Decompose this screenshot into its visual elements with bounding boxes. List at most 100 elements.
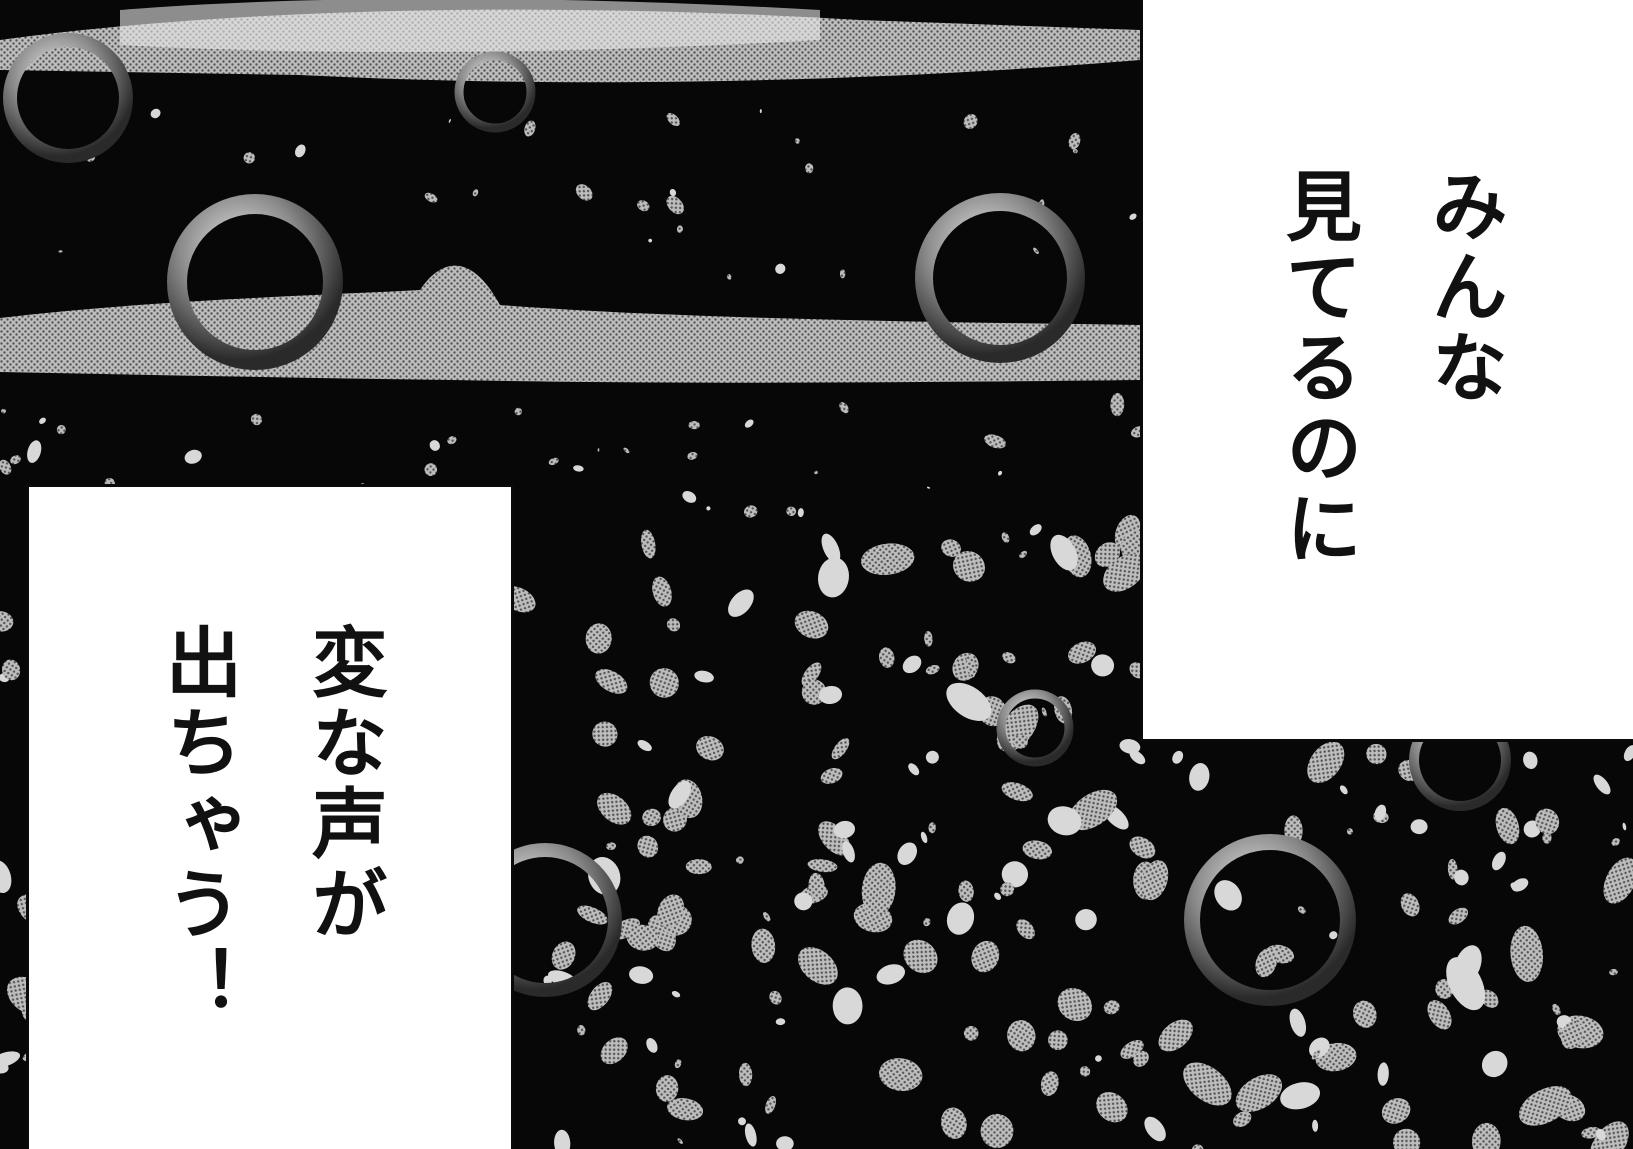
caption-line: 出ちゃう！	[153, 622, 242, 1026]
splatter-mark	[1041, 707, 1047, 717]
splatter-mark	[958, 880, 974, 902]
splatter-mark	[1, 408, 6, 414]
splatter-mark	[1103, 1000, 1120, 1015]
splatter-mark	[1072, 148, 1078, 154]
splatter-mark	[1609, 968, 1618, 976]
splatter-mark	[0, 611, 14, 632]
splatter-mark	[575, 184, 593, 201]
splatter-mark	[801, 662, 822, 687]
splatter-mark	[920, 831, 928, 844]
splatter-mark	[1214, 880, 1242, 911]
splatter-mark	[744, 419, 754, 428]
splatter-mark	[1068, 641, 1096, 664]
splatter-mark	[923, 917, 931, 927]
splatter-mark	[657, 894, 685, 928]
splatter-mark	[794, 610, 829, 639]
splatter-mark	[952, 652, 979, 681]
splatter-mark	[1381, 1098, 1411, 1124]
splatter-mark	[1183, 1062, 1232, 1106]
splatter-mark	[1048, 1030, 1068, 1051]
splatter-mark	[1172, 750, 1184, 764]
splatter-mark	[762, 912, 771, 922]
splatter-mark	[1040, 1071, 1059, 1096]
splatter-mark	[694, 670, 714, 683]
splatter-mark	[908, 763, 920, 776]
splatter-mark	[971, 940, 1000, 973]
caption-text-top: みんな見てるのに	[1244, 167, 1536, 570]
splatter-mark	[637, 740, 652, 752]
splatter-mark	[577, 905, 608, 925]
splatter-mark	[1510, 925, 1544, 982]
splatter-mark	[1346, 828, 1353, 835]
splatter-mark	[1352, 1000, 1377, 1028]
splatter-mark	[946, 682, 992, 721]
splatter-mark	[668, 780, 691, 809]
splatter-mark	[1297, 906, 1306, 914]
splatter-mark	[965, 656, 976, 678]
splatter-mark	[587, 981, 613, 1011]
splatter-mark	[1511, 878, 1529, 892]
splatter-mark	[1129, 750, 1146, 765]
splatter-mark	[1491, 851, 1506, 871]
caption-text-bottom: 変な声が出ちゃう！	[124, 623, 416, 1026]
splatter-mark	[184, 449, 202, 464]
splatter-mark	[1560, 1020, 1584, 1049]
splatter-mark	[1535, 808, 1560, 835]
splatter-mark	[794, 138, 800, 144]
splatter-mark	[1029, 524, 1042, 536]
splatter-mark	[0, 459, 12, 475]
splatter-mark	[903, 939, 938, 974]
splatter-mark	[1001, 532, 1010, 543]
splatter-mark	[831, 738, 850, 760]
splatter-mark	[1581, 1126, 1601, 1139]
splatter-mark	[728, 589, 754, 617]
splatter-mark	[666, 618, 681, 632]
splatter-mark	[685, 859, 712, 875]
ring	[915, 193, 1085, 363]
splatter-mark	[243, 152, 255, 164]
splatter-mark	[1289, 1008, 1307, 1037]
splatter-mark	[1002, 652, 1016, 664]
splatter-mark	[876, 964, 905, 985]
splatter-mark	[1596, 1128, 1606, 1141]
splatter-mark	[524, 120, 536, 137]
splatter-mark	[817, 557, 850, 598]
splatter-mark	[696, 735, 724, 761]
splatter-mark	[424, 463, 438, 476]
caption-box-bottom: 変な声が出ちゃう！	[26, 484, 514, 1149]
splatter-mark	[1235, 1074, 1283, 1112]
splatter-mark	[1523, 751, 1538, 770]
splatter-mark	[597, 792, 632, 825]
ring	[454, 51, 536, 133]
splatter-mark	[805, 163, 814, 174]
splatter-mark	[424, 192, 438, 203]
splatter-mark	[1019, 550, 1027, 559]
splatter-mark	[941, 539, 961, 557]
splatter-mark	[759, 109, 762, 114]
splatter-mark	[842, 841, 855, 863]
splatter-mark	[1091, 654, 1115, 677]
splatter-mark	[666, 112, 680, 127]
splatter-mark	[897, 842, 918, 865]
splatter-mark	[1013, 734, 1028, 749]
splatter-mark	[1339, 785, 1348, 795]
splatter-mark	[743, 505, 758, 518]
splatter-mark	[1542, 831, 1552, 844]
splatter-mark	[1374, 804, 1387, 821]
ring	[996, 689, 1074, 767]
splatter-mark	[294, 144, 306, 158]
splatter-mark	[1033, 247, 1039, 255]
splatter-mark	[649, 668, 679, 698]
splatter-mark	[1448, 907, 1469, 925]
splatter-mark	[963, 1026, 979, 1041]
splatter-mark	[808, 872, 825, 900]
splatter-mark	[667, 1098, 704, 1121]
splatter-mark	[1022, 840, 1053, 860]
splatter-mark	[1133, 1050, 1149, 1067]
splatter-mark	[671, 990, 681, 998]
splatter-mark	[1377, 1062, 1389, 1086]
splatter-mark	[1050, 534, 1078, 571]
splatter-mark	[765, 1096, 777, 1114]
splatter-mark	[688, 420, 700, 430]
splatter-mark	[818, 685, 843, 705]
